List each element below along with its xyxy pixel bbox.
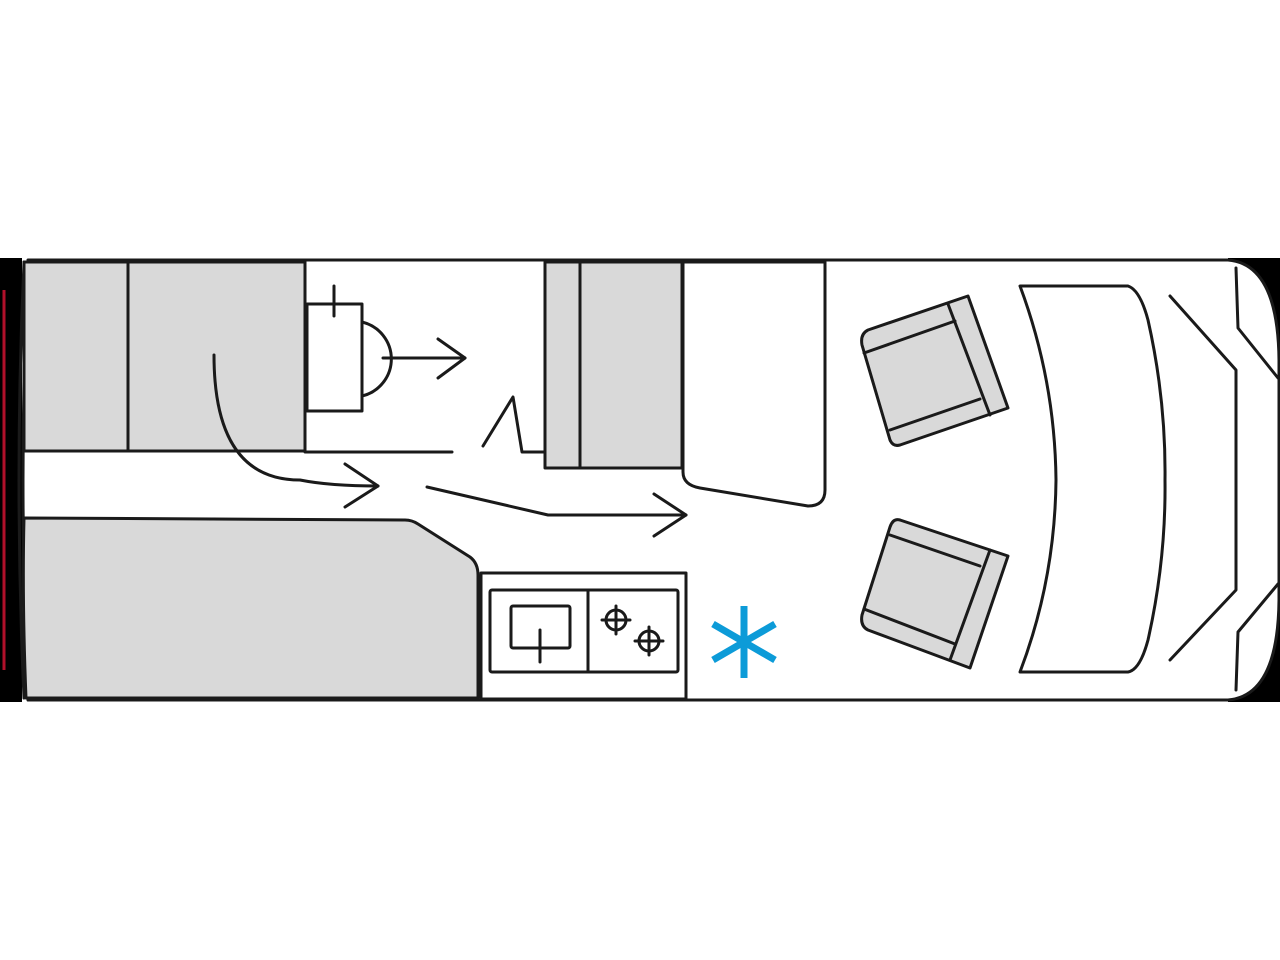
walkway-arrow-rear (212, 353, 380, 509)
nose-line-top (1234, 266, 1280, 380)
rear-bed (22, 260, 307, 453)
rear-lounge-bench (21, 516, 480, 700)
nose-line-bottom (1234, 582, 1280, 692)
bathroom-door-arrow (381, 337, 467, 380)
cab-seat-driver (860, 518, 1010, 670)
fridge-snowflake-icon (711, 606, 777, 678)
wardrobe (681, 260, 827, 508)
kitchen-unit (479, 571, 688, 701)
toilet-icon (305, 302, 364, 413)
bathroom (303, 260, 454, 454)
rear-wall-line (17, 260, 26, 700)
dashboard (1018, 284, 1167, 674)
stove-burner-icon (633, 625, 665, 657)
stove-burner-icon (600, 604, 632, 636)
cab-seat-passenger (860, 294, 1010, 447)
door-swing-mark (481, 395, 547, 454)
mid-cabinet (543, 260, 684, 470)
walkway-arrow-front (425, 485, 688, 538)
windshield-line (1168, 294, 1238, 662)
